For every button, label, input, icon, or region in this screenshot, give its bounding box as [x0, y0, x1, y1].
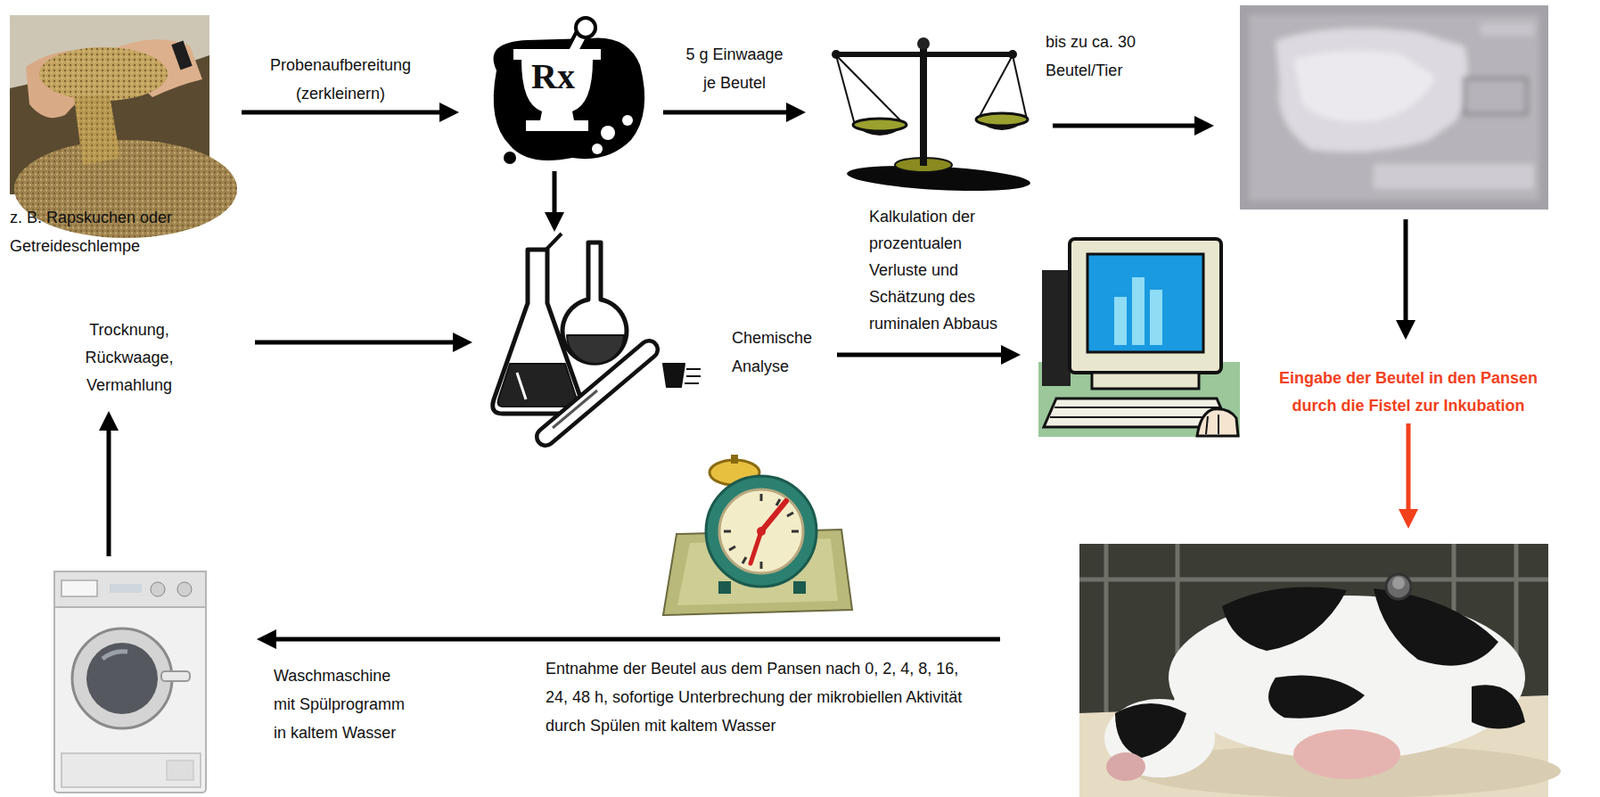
- flow-arrow: [836, 344, 1021, 365]
- arrow-line: [241, 110, 442, 115]
- flow-arrow: [241, 102, 460, 123]
- arrow-line: [254, 340, 455, 345]
- bag-photo: [1239, 5, 1549, 210]
- cow-node: [1079, 543, 1549, 797]
- feed-photo-node: z. B. Rapskuchen oder Getreideschlempe: [9, 15, 210, 195]
- cow-photo: [1079, 543, 1561, 797]
- arrow-line: [1406, 423, 1412, 511]
- arrow-line: [1403, 219, 1409, 322]
- arrow-line: [106, 428, 112, 557]
- arrow-label: Entnahme der Beutel aus dem Pansen nach …: [545, 654, 965, 740]
- mortar-icon: [493, 17, 646, 165]
- arrow-line: [1052, 123, 1197, 129]
- glassware-node: [490, 229, 705, 450]
- arrow-label: Trocknung, Rückwaage, Vermahlung: [78, 316, 181, 400]
- arrow-line: [663, 110, 788, 115]
- arrow-label: Eingabe der Beutel in den Pansen durch d…: [1274, 364, 1543, 420]
- arrow-line: [552, 171, 558, 214]
- arrow-head: [544, 212, 565, 232]
- alarm-clock: [663, 454, 853, 616]
- arrow-head: [786, 102, 806, 123]
- arrow-head: [1395, 320, 1416, 340]
- feed-photo: [9, 15, 238, 238]
- balance-scale: [831, 37, 1032, 195]
- washing-machine: [54, 571, 206, 793]
- flow-arrow: [256, 629, 1001, 649]
- lab-glassware: [492, 233, 701, 437]
- arrow-line: [274, 637, 1001, 642]
- arrow-head: [1194, 115, 1215, 136]
- analysis-label: Chemische Analyse: [731, 323, 821, 381]
- scale-node: [816, 35, 1031, 195]
- arrow-head: [1001, 344, 1021, 365]
- computer-node: [1038, 234, 1240, 437]
- bag-photo-node: [1239, 5, 1549, 210]
- arrow-head: [1398, 508, 1419, 529]
- arrow-head: [256, 629, 277, 649]
- flow-arrow: [544, 171, 565, 232]
- arrow-label: Kalkulation der prozentualen Verluste un…: [869, 203, 1003, 337]
- arrow-label: bis zu ca. 30 Beutel/Tier: [1045, 27, 1153, 85]
- washing-machine-node: Waschmaschine mit Spülprogramm in kaltem…: [50, 569, 210, 795]
- arrow-head: [98, 410, 119, 431]
- computer-icon: [1038, 238, 1240, 437]
- flow-arrow: [663, 102, 806, 123]
- arrow-head: [452, 332, 473, 353]
- arrow-label: Probenaufbereitung (zerkleinern): [260, 50, 421, 108]
- arrow-label: 5 g Einwaage je Beutel: [679, 40, 791, 98]
- flow-arrow: [1052, 115, 1215, 136]
- node-caption: Waschmaschine mit Spülprogramm in kaltem…: [273, 661, 416, 747]
- arrow-line: [836, 352, 1003, 358]
- node-caption: z. B. Rapskuchen oder Getreideschlempe: [9, 203, 189, 261]
- arrow-head: [439, 102, 460, 123]
- rx-symbol: Rx: [531, 55, 587, 99]
